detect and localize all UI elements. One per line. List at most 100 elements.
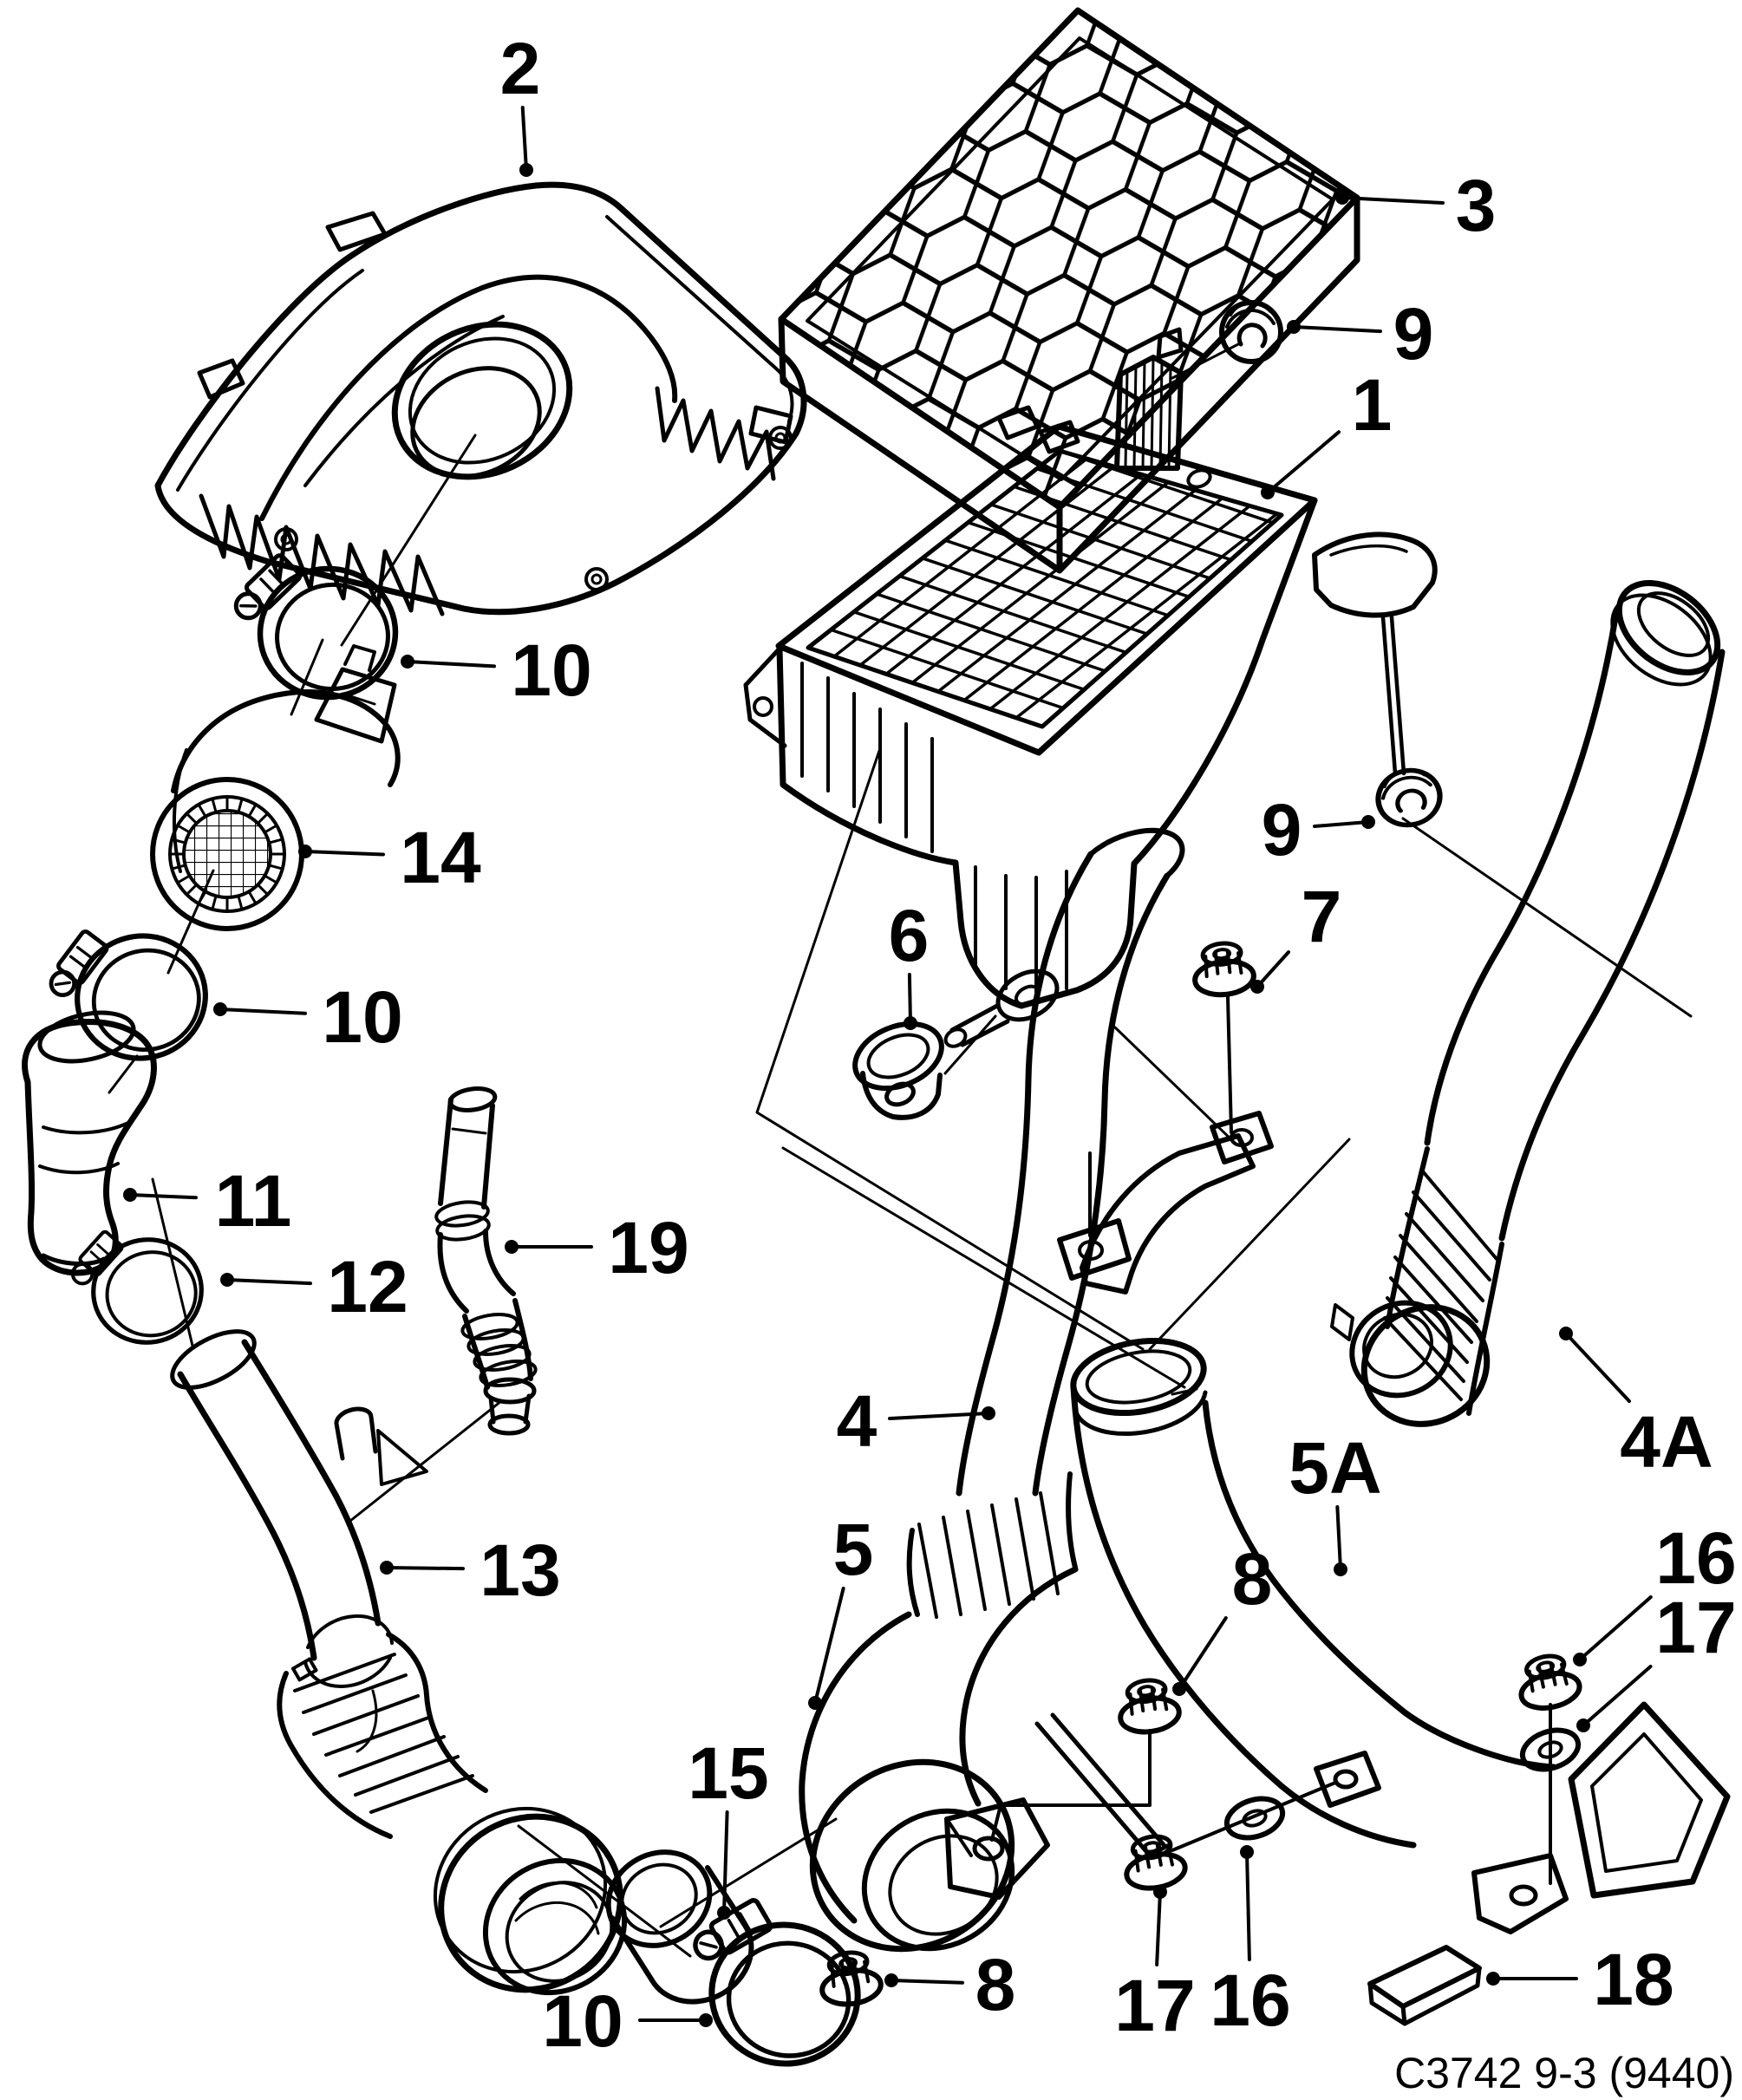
leader-dot-6 — [904, 1016, 917, 1030]
leader-dot-14 — [298, 845, 312, 858]
leader-dot-9 — [1287, 320, 1301, 334]
part-air-cleaner-cover — [154, 181, 807, 616]
leader-dot-13 — [380, 1561, 394, 1575]
leader-line-16 — [1578, 1595, 1653, 1661]
callout-label-17: 17 — [1655, 1587, 1736, 1668]
leader-dot-17 — [1153, 1885, 1167, 1899]
cover-fins-right — [655, 386, 776, 481]
leader-dot-5A — [1334, 1562, 1347, 1576]
mesh-line — [966, 520, 1239, 615]
part-washer-16 — [1222, 1792, 1288, 1844]
leader-dot-19 — [505, 1240, 519, 1254]
part-nut-8-upper — [1116, 1677, 1182, 1736]
leader-line-8 — [890, 1979, 964, 1985]
mesh-line — [832, 451, 1125, 658]
callout-label-11: 11 — [215, 1160, 292, 1242]
leader-dot-10 — [401, 655, 414, 668]
leader-dot-15 — [717, 1906, 731, 1920]
leader-line-12 — [225, 1278, 312, 1286]
leader-dot-12 — [220, 1273, 234, 1287]
maf-tick — [211, 797, 218, 812]
callout-label-10: 10 — [511, 629, 591, 711]
callout-label-15: 15 — [688, 1732, 768, 1814]
maf-tick — [269, 838, 284, 845]
callout-label-16: 16 — [1655, 1517, 1736, 1599]
housing-side-arm — [1312, 532, 1438, 776]
leader-dot-3 — [1335, 191, 1349, 205]
callout-label-9: 9 — [1393, 293, 1434, 375]
callout-label-19: 19 — [608, 1207, 688, 1288]
mesh-line — [884, 451, 1178, 676]
leader-line-9 — [1292, 325, 1382, 334]
leader-dot-16 — [1573, 1653, 1587, 1666]
mesh-line — [1015, 490, 1282, 720]
leader-dot-1 — [1261, 486, 1275, 499]
part-coupling-sleeve — [605, 1849, 754, 2005]
callout-label-5A: 5A — [1289, 1427, 1381, 1509]
leader-dot-9 — [1361, 815, 1375, 829]
part-mass-air-flow-sensor — [150, 644, 401, 931]
maf-tick — [248, 891, 258, 905]
cover-fins-left — [199, 493, 445, 616]
callout-label-5: 5 — [833, 1509, 874, 1590]
callout-label-7: 7 — [1302, 876, 1342, 957]
callout-label-10: 10 — [542, 1980, 623, 2062]
leader-line-8 — [1178, 1616, 1228, 1691]
part-nut-17 — [1121, 1832, 1188, 1893]
leader-line-10 — [406, 660, 496, 668]
callout-label-1: 1 — [1352, 364, 1393, 446]
maf-tick — [269, 864, 284, 871]
callout-label-18: 18 — [1593, 1939, 1673, 2020]
part-vent-pipe — [434, 1086, 538, 1436]
leader-dot-18 — [1486, 1972, 1500, 1986]
leader-line-11 — [128, 1193, 198, 1200]
leader-dot-5 — [808, 1696, 822, 1710]
part-intake-duct-5a — [1070, 1337, 1731, 1934]
mesh-line — [897, 574, 1171, 668]
housing-ribs — [800, 662, 1068, 999]
callout-label-10: 10 — [322, 976, 402, 1058]
maf-tick — [176, 824, 190, 833]
maf-tick — [211, 896, 218, 911]
part-intake-hose-4a — [1330, 580, 1726, 1427]
leader-line-5A — [1335, 1505, 1342, 1571]
reference-lines — [755, 749, 1693, 1389]
figure-caption: C3742 9-3 (9440) — [1394, 2049, 1734, 2097]
maf-tick — [264, 824, 278, 833]
part-pad — [1367, 1945, 1482, 2026]
maf-tick — [185, 812, 197, 824]
leader-dot-4 — [982, 1406, 995, 1420]
leader-line-3 — [1341, 196, 1445, 205]
callout-label-14: 14 — [400, 817, 481, 898]
elbow-5-bellows — [917, 1491, 1060, 1619]
leader-dot-7 — [1250, 980, 1264, 994]
mesh-line — [962, 472, 1256, 702]
leader-dot-10 — [699, 2013, 713, 2027]
maf-tick — [185, 884, 197, 897]
mesh-line — [910, 454, 1204, 685]
maf-tick — [237, 797, 244, 812]
part-clamp-small — [61, 1216, 210, 1355]
housing-rear-bracket — [1114, 327, 1242, 471]
maf-tick — [258, 884, 270, 897]
part-bushing — [852, 1021, 944, 1120]
leader-line-16 — [1245, 1850, 1251, 1961]
part-grommet-lower — [1373, 765, 1445, 831]
maf-tick — [237, 896, 244, 911]
callout-label-4: 4 — [837, 1380, 878, 1462]
leader-line-2 — [520, 106, 528, 172]
leader-line-4A — [1564, 1332, 1631, 1403]
part-rubber-elbow-hose — [22, 1010, 157, 1276]
part-nut-16 — [1514, 1651, 1582, 1713]
maf-tick — [197, 803, 206, 817]
maf-tick — [264, 875, 278, 884]
leader-line-4 — [888, 1412, 990, 1420]
mesh-line — [943, 538, 1217, 633]
callout-label-2: 2 — [500, 28, 541, 109]
leader-line-1 — [1266, 430, 1341, 494]
mesh-line — [858, 451, 1152, 667]
callout-label-4A: 4A — [1620, 1401, 1713, 1483]
part-intake-pipe — [170, 1329, 628, 1996]
maf-tick — [248, 803, 258, 817]
